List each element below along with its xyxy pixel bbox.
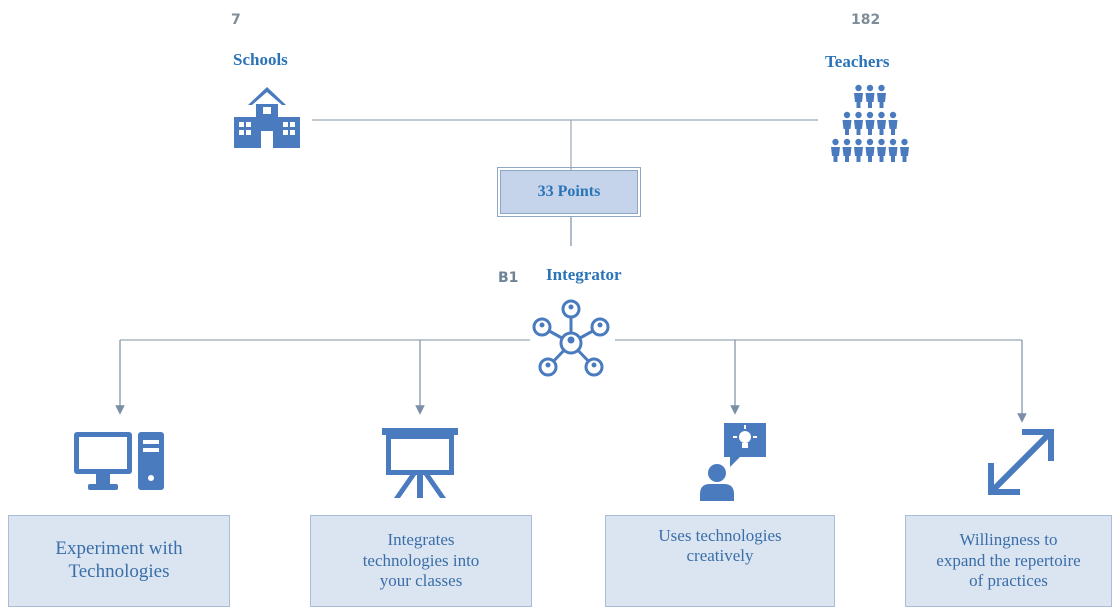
- expand-arrow-icon: [988, 429, 1054, 495]
- competency-card-4: Willingness to expand the repertoire of …: [905, 515, 1112, 607]
- competency-label: Experiment with Technologies: [55, 538, 183, 582]
- teachers-label: Teachers: [825, 52, 890, 71]
- competency-label: Willingness to expand the repertoire of …: [936, 530, 1081, 591]
- schools-label: Schools: [233, 50, 288, 69]
- person-idea-icon: [700, 423, 766, 501]
- level-label: Integrator: [546, 265, 622, 284]
- competency-label: Integrates technologies into your classe…: [362, 530, 480, 591]
- desktop-computer-icon: [74, 432, 164, 490]
- schools-count: 7: [231, 12, 241, 28]
- presentation-board-icon: [382, 428, 458, 498]
- network-hub-icon: [532, 299, 610, 377]
- school-building-icon: [234, 87, 300, 148]
- teachers-group-icon: [831, 84, 909, 162]
- points-box: 33 Points: [497, 167, 641, 217]
- teachers-count: 182: [851, 12, 881, 28]
- competency-label: Uses technologies creatively: [658, 526, 782, 566]
- competency-card-2: Integrates technologies into your classe…: [310, 515, 532, 607]
- competency-card-1: Experiment with Technologies: [8, 515, 230, 607]
- level-code: B1: [498, 270, 519, 286]
- competency-card-3: Uses technologies creatively: [605, 515, 835, 607]
